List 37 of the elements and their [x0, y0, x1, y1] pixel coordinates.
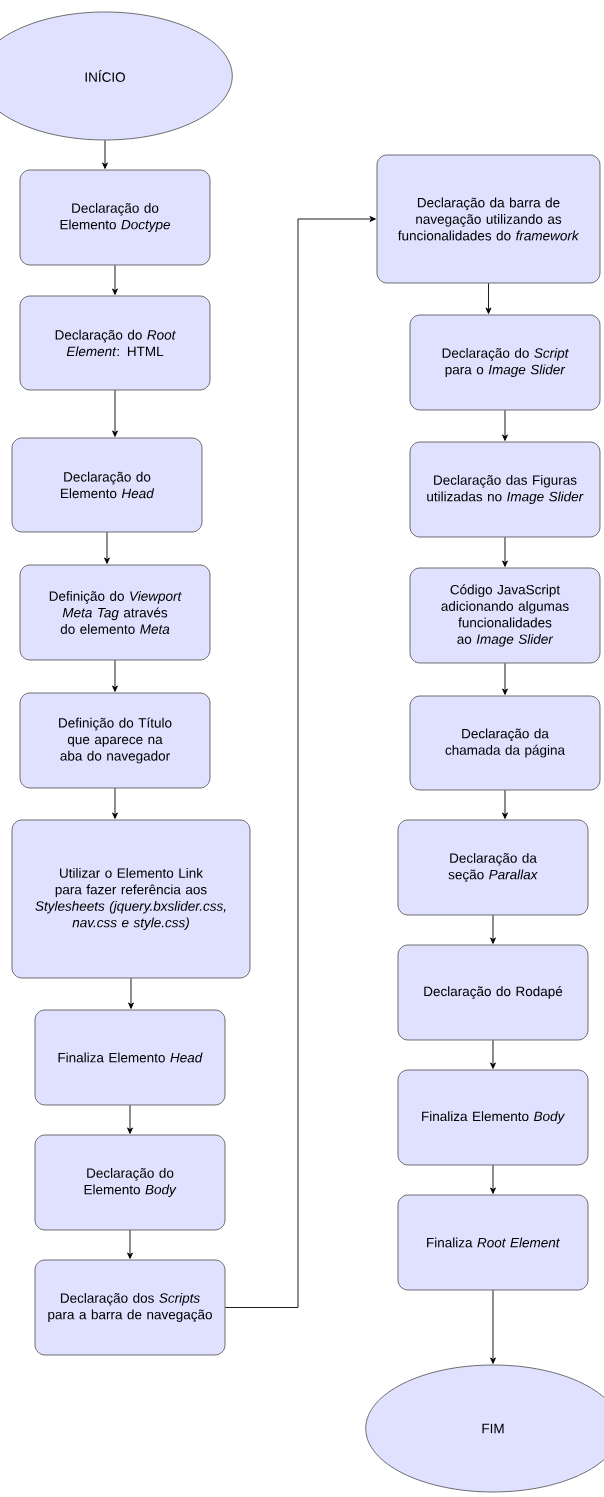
arrow	[502, 536, 508, 567]
arrow	[128, 977, 134, 1009]
arrow	[490, 1164, 496, 1194]
arrow	[102, 139, 108, 169]
process-box: Finaliza Elemento Body	[397, 1069, 589, 1166]
process-box: Declaração do Elemento Body	[34, 1134, 226, 1231]
arrow	[502, 409, 508, 441]
process-box: Declaração da chamada da página	[409, 695, 601, 791]
process-box: Declaração do Elemento Head	[11, 437, 203, 533]
arrow	[127, 1229, 133, 1259]
arrow	[112, 787, 118, 819]
arrow	[490, 1039, 496, 1069]
process-box: Declaração do Script para o Image Slider	[409, 314, 601, 411]
process-box: Definição do Título que aparece na aba do navegador	[19, 692, 211, 789]
process-box: Código JavaScript adicionando algumas funcionalidades ao Image Slider	[409, 567, 601, 664]
arrow	[104, 531, 110, 564]
arrow	[127, 1104, 133, 1134]
process-box: Declaração do Elemento Doctype	[19, 169, 211, 266]
arrow	[112, 389, 118, 437]
arrow	[112, 264, 118, 295]
arrow	[490, 914, 496, 944]
process-box: Declaração da barra de navegação utilizando as funcionalidades do framework	[376, 154, 601, 284]
process-box: Definição do Viewport Meta Tag através do elemento Meta	[19, 564, 211, 661]
process-box: Declaração dos Scripts para a barra de navegação	[34, 1259, 226, 1356]
process-box: Utilizar o Elemento Link para fazer referência aos Stylesheets (jquery.bxslider.css, nav.css e style.css)	[11, 819, 251, 979]
arrow	[224, 216, 376, 1308]
arrow	[490, 1289, 496, 1364]
process-box: Declaração da seção Parallax	[397, 819, 589, 916]
arrow	[502, 789, 508, 819]
process-box: Declaração das Figuras utilizadas no Image Slider	[409, 441, 601, 538]
arrow	[485, 282, 492, 314]
process-box: Declaração do Root Element: HTML	[19, 295, 211, 391]
arrow	[502, 662, 508, 695]
process-box: Finaliza Elemento Head	[34, 1009, 226, 1106]
process-box: Finaliza Root Element	[397, 1194, 589, 1291]
arrow	[112, 659, 118, 692]
process-box: Declaração do Rodapé	[397, 944, 589, 1041]
